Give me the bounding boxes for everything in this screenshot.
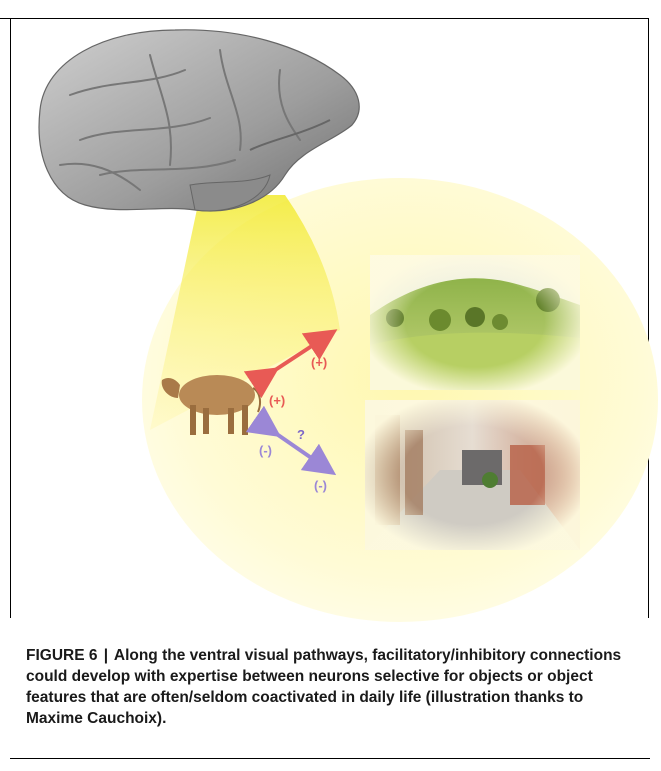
brain-illustration (39, 30, 359, 211)
office-scene (365, 400, 580, 550)
caption-text: Along the ventral visual pathways, facil… (26, 647, 621, 727)
caption-label: FIGURE 6 (26, 647, 97, 664)
caption-separator: | (102, 647, 110, 664)
landscape-scene (370, 255, 580, 390)
label-minus-right: (-) (314, 478, 327, 493)
figure-illustration: (+) (+) ? (-) (-) (0, 0, 661, 640)
label-plus-bottom: (+) (269, 393, 285, 408)
caption-bottom-rule (10, 758, 650, 759)
label-question: ? (297, 427, 305, 442)
label-minus-left: (-) (259, 443, 272, 458)
label-plus-top: (+) (311, 355, 327, 370)
figure-caption: FIGURE 6 | Along the ventral visual path… (26, 645, 636, 729)
